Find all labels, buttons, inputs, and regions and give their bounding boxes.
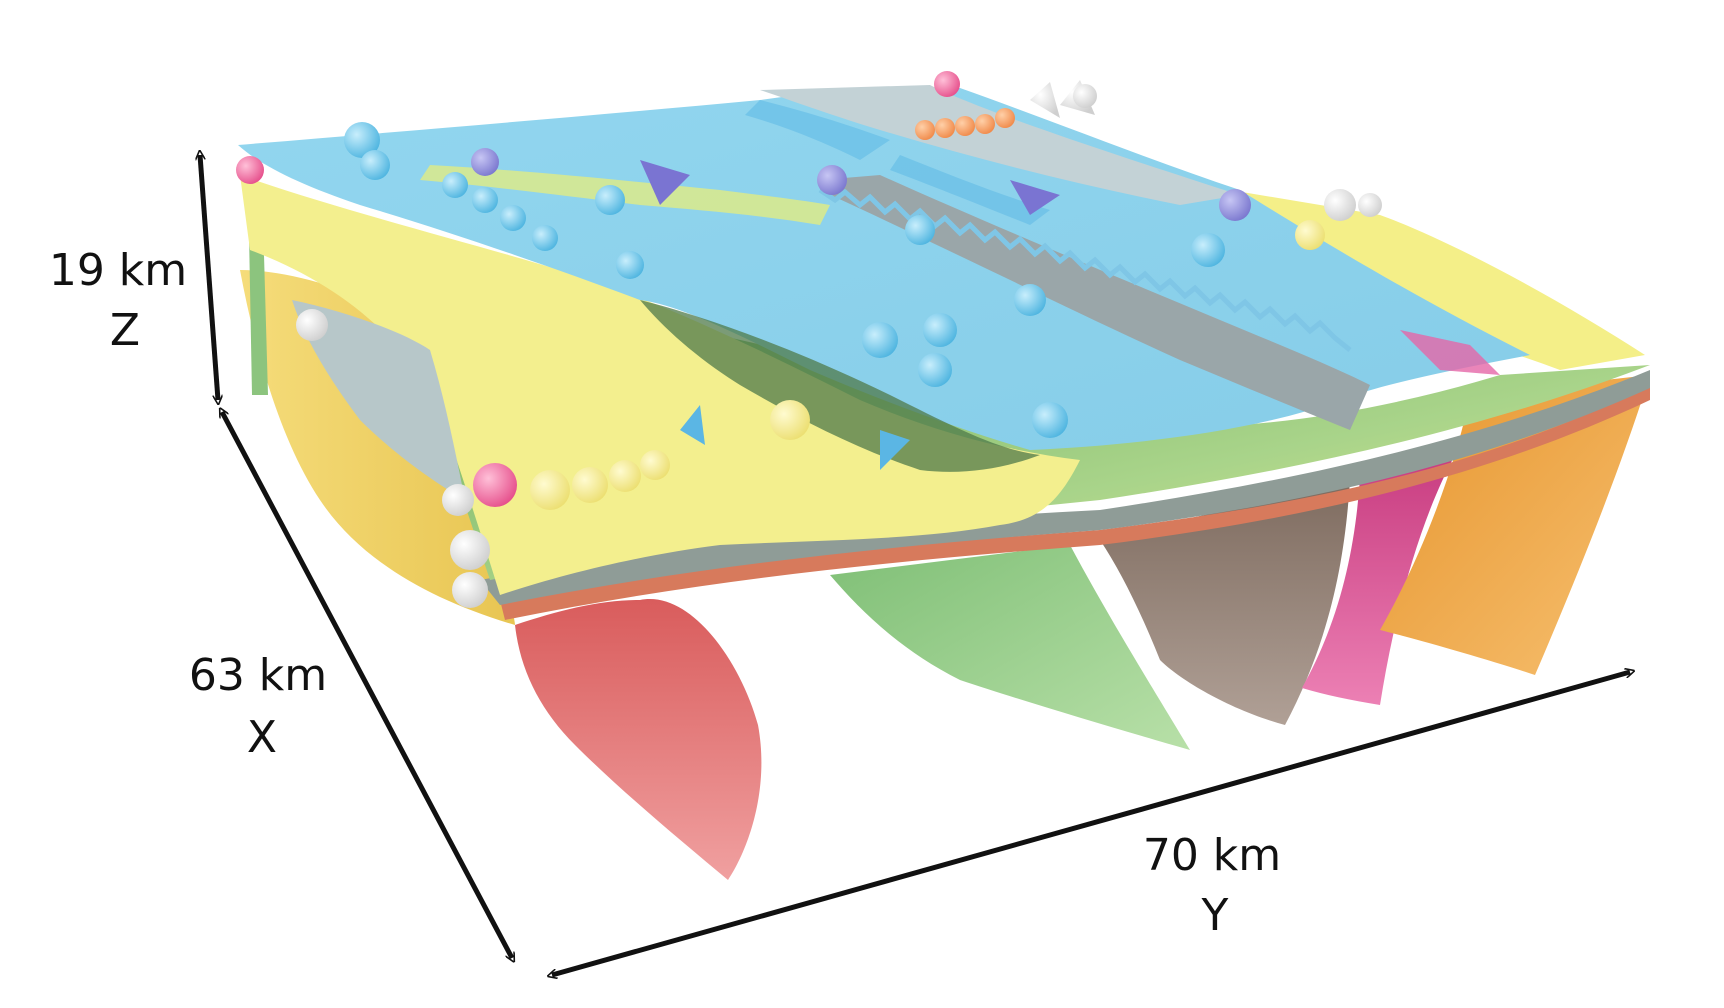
grey-back-panel xyxy=(760,85,1240,205)
z-length-label: 19 km xyxy=(49,245,187,296)
y-length-label: 70 km xyxy=(1143,830,1281,881)
orange-fault-plane xyxy=(1380,375,1650,675)
yellow-sphere-marker xyxy=(1295,220,1325,250)
right-yellow-strip xyxy=(1230,190,1645,370)
purple-hemisphere-marker xyxy=(817,165,847,195)
x-axis-label: X xyxy=(247,712,277,763)
right-pink-hatch xyxy=(1400,330,1500,375)
pink-sphere-marker xyxy=(473,463,517,507)
white-sphere-marker xyxy=(442,484,474,516)
white-cone-marker xyxy=(1030,82,1060,118)
blue-wedge-marker xyxy=(880,430,910,470)
blue-hemisphere-marker xyxy=(360,150,390,180)
blue-hemisphere-marker xyxy=(616,251,644,279)
x-length-label: 63 km xyxy=(189,650,327,701)
purple-cone-marker xyxy=(1010,180,1060,215)
blue-hemisphere-marker xyxy=(442,172,468,198)
x-dimension-arrow xyxy=(222,412,512,958)
blue-wedge-marker xyxy=(680,405,705,445)
white-sphere-marker xyxy=(296,309,328,341)
blue-hemisphere-marker xyxy=(918,353,952,387)
orange-sphere-marker xyxy=(975,114,995,134)
purple-hemisphere-marker xyxy=(1219,189,1251,221)
red-fault-plane xyxy=(515,599,762,880)
blue-hemisphere-marker xyxy=(1014,284,1046,316)
z-dimension-arrow xyxy=(200,155,218,400)
orange-sphere-markers xyxy=(915,108,1015,140)
purple-cone-marker xyxy=(640,160,690,205)
blue-hemisphere-marker xyxy=(500,205,526,231)
yellow-sphere-markers xyxy=(530,220,1325,510)
grey-layer xyxy=(480,370,1650,605)
top-hatched-band-2 xyxy=(890,155,1050,225)
orange-sphere-marker xyxy=(935,118,955,138)
orange-sphere-marker xyxy=(955,116,975,136)
orange-sphere-marker xyxy=(995,108,1015,128)
blue-hemisphere-marker xyxy=(344,122,380,158)
yellow-surface xyxy=(240,175,1080,595)
yellow-sphere-marker xyxy=(530,470,570,510)
white-sphere-marker xyxy=(1358,193,1382,217)
brown-fault-plane xyxy=(1100,480,1350,725)
top-hatched-band-1 xyxy=(745,100,890,160)
top-sheet-fold xyxy=(640,300,1040,472)
yellow-sphere-marker xyxy=(640,450,670,480)
blue-hemisphere-marker xyxy=(862,322,898,358)
top-yellow-strip xyxy=(420,165,830,225)
yellow-sphere-marker xyxy=(770,400,810,440)
white-sphere-marker xyxy=(1324,189,1356,221)
purple-hemisphere-marker xyxy=(471,148,499,176)
white-sphere-marker xyxy=(452,572,488,608)
blue-hemisphere-marker xyxy=(905,215,935,245)
y-dimension-arrow xyxy=(552,672,1630,975)
pink-fault-plane xyxy=(1302,455,1455,705)
blue-hemisphere-marker xyxy=(923,313,957,347)
blue-hemisphere-marker xyxy=(1032,402,1068,438)
blue-hemisphere-marker xyxy=(1191,233,1225,267)
purple-hemisphere-markers xyxy=(471,148,1251,221)
blue-hemisphere-marker xyxy=(595,185,625,215)
white-sphere-marker xyxy=(450,530,490,570)
pink-sphere-marker xyxy=(236,156,264,184)
yellow-sphere-marker xyxy=(572,467,608,503)
z-axis-label: Z xyxy=(110,305,140,356)
y-axis-label: Y xyxy=(1201,890,1229,941)
white-sphere-marker xyxy=(1073,84,1097,108)
dimension-annotations: 19 km Z 63 km X 70 km Y xyxy=(49,155,1630,975)
structural-markers xyxy=(236,71,1382,608)
purple-cone-markers xyxy=(640,160,1060,215)
blue-hemisphere-marker xyxy=(532,225,558,251)
blue-hemisphere-marker xyxy=(472,187,498,213)
yellow-sphere-marker xyxy=(609,460,641,492)
orange-sphere-marker xyxy=(915,120,935,140)
basal-red-layer xyxy=(500,385,1650,620)
blue-hemisphere-markers xyxy=(344,122,1225,438)
grey-diagonal-band xyxy=(820,175,1370,430)
pink-sphere-marker xyxy=(934,71,960,97)
